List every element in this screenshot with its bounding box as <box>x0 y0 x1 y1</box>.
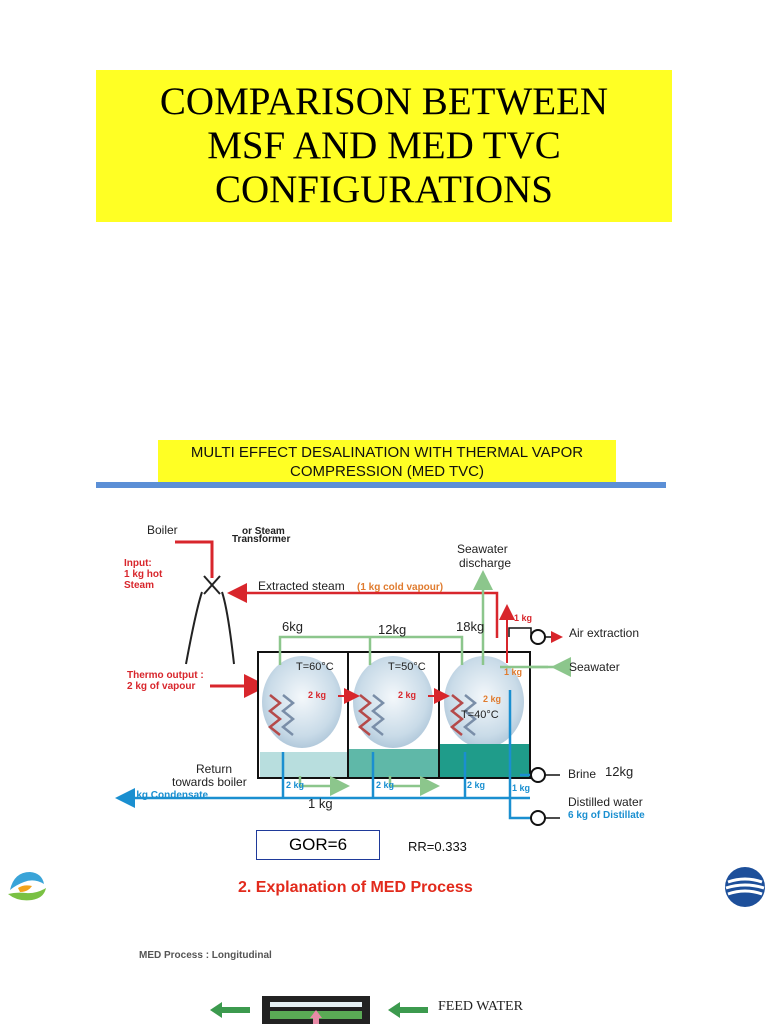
seawater-discharge-label-1: Seawater <box>457 542 508 556</box>
seawater-feed-lines <box>278 570 571 796</box>
left-arrow <box>210 1002 250 1018</box>
air-extraction-label: Air extraction <box>569 626 639 640</box>
thermo-compressor-ejector <box>185 575 235 665</box>
boiler-label: Boiler <box>147 523 178 537</box>
vapour-cloud-2 <box>353 656 433 748</box>
vapour-transfer-arrows <box>338 604 515 704</box>
kg18-label: 18kg <box>456 619 484 634</box>
divider-rule <box>96 482 666 488</box>
section-title: 2. Explanation of MED Process <box>238 879 473 896</box>
one-kg-orange-label: 1 kg <box>504 667 522 677</box>
feed-water-label: FEED WATER <box>438 999 523 1014</box>
two-kg-blue-2: 2 kg <box>376 780 394 790</box>
vapour-cloud-3 <box>444 656 524 748</box>
subtitle-banner: MULTI EFFECT DESALINATION WITH THERMAL V… <box>158 440 616 484</box>
input-label-1: Input: <box>124 558 152 569</box>
two-kg-label-3: 2 kg <box>483 694 501 704</box>
left-logo <box>8 872 46 901</box>
kg12-label: 12kg <box>378 622 406 637</box>
kg6-label: 6kg <box>282 619 303 634</box>
brine-pool-1 <box>260 752 347 777</box>
two-kg-blue-3: 2 kg <box>467 780 485 790</box>
transformer-label: Transformer <box>232 534 290 545</box>
extracted-steam-line <box>227 583 499 638</box>
vapour-cloud-1 <box>262 656 342 748</box>
thermo-output-label-1: Thermo output : <box>127 670 204 681</box>
t40-label: T=40°C <box>461 709 499 721</box>
one-kg-red-label: 1 kg <box>514 613 532 623</box>
med-tvc-diagram: Boiler or Steam Transformer Input: 1 kg … <box>115 523 645 826</box>
one-kg-blue: 1 kg <box>512 783 530 793</box>
return-label-2: towards boiler <box>172 775 247 789</box>
t50-label: T=50°C <box>388 661 426 673</box>
return-label-1: Return <box>196 762 232 776</box>
brine-label: Brine <box>568 767 596 781</box>
heating-coils <box>267 694 478 736</box>
up-arrow <box>310 1010 322 1024</box>
seawater-label: Seawater <box>569 660 620 674</box>
two-kg-label-2: 2 kg <box>398 690 416 700</box>
two-kg-label-1: 2 kg <box>308 690 326 700</box>
gor-box: GOR=6 <box>256 830 380 860</box>
condensate-label: 1 kg Condensate <box>128 790 208 801</box>
distilled-water-label: Distilled water <box>568 795 643 809</box>
t60-label: T=60°C <box>296 661 334 673</box>
med-process-label: MED Process : Longitudinal <box>139 950 272 961</box>
med-longitudinal-diagram <box>210 996 428 1024</box>
right-logo <box>725 867 765 907</box>
brine-pool-3 <box>440 744 529 777</box>
thermo-output-label-2: 2 kg of vapour <box>127 681 195 692</box>
pumps <box>530 629 546 826</box>
brine-pool-2 <box>349 749 438 777</box>
input-label-3: Steam <box>124 580 154 591</box>
input-label-2: 1 kg hot <box>124 569 163 580</box>
extracted-steam-label: Extracted steam <box>258 579 345 593</box>
gor-value: GOR=6 <box>288 835 348 854</box>
diagram-subtitle: MULTI EFFECT DESALINATION WITH THERMAL V… <box>190 444 584 480</box>
seawater-discharge-label-2: discharge <box>459 556 511 570</box>
rr-value: RR=0.333 <box>408 839 467 854</box>
distillate-lines <box>115 690 532 820</box>
or-steam-label: or Steam <box>242 526 285 537</box>
distillate-label: 6 kg of Distillate <box>568 810 645 821</box>
title-banner: COMPARISON BETWEEN MSF AND MED TVC CONFI… <box>96 70 672 222</box>
cold-vapour-label: (1 kg cold vapour) <box>357 582 443 593</box>
boiler-steam-line <box>175 540 214 578</box>
two-kg-blue-1: 2 kg <box>286 780 304 790</box>
page-title: COMPARISON BETWEEN MSF AND MED TVC CONFI… <box>159 80 609 211</box>
right-arrow <box>388 1002 428 1018</box>
brine-kg-label: 12kg <box>605 764 633 779</box>
bottom-1kg-label: 1 kg <box>308 796 333 811</box>
